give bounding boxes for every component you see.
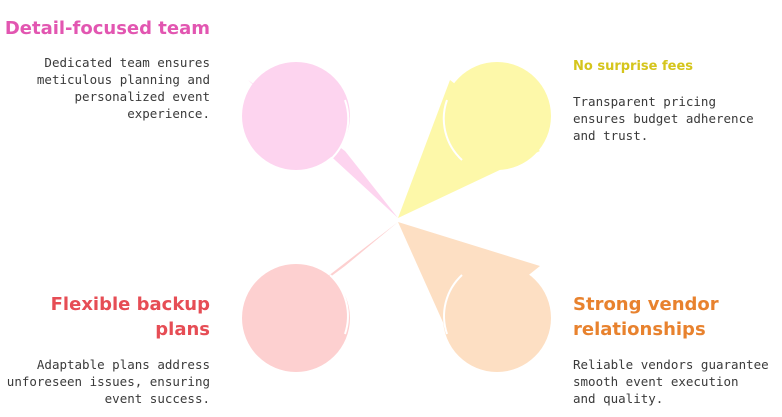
petal-flexible-backup-plans bbox=[242, 222, 398, 372]
item-description: Adaptable plans address unforeseen issue… bbox=[0, 356, 210, 407]
petal-detail-focused-team bbox=[242, 62, 398, 218]
item-strong-vendor-relationships: Strong vendor relationships Reliable ven… bbox=[573, 292, 782, 407]
petal-highlight-bottom-right bbox=[443, 274, 463, 335]
item-flexible-backup-plans: Flexible backup plans Adaptable plans ad… bbox=[0, 292, 210, 407]
description-line: and quality. bbox=[573, 391, 664, 406]
description-line: Adaptable plans address bbox=[36, 357, 210, 372]
item-title: Strong vendor relationships bbox=[573, 294, 719, 340]
petal-highlight-top-right bbox=[442, 99, 463, 161]
petal-highlight-bottom-left bbox=[329, 274, 349, 335]
description-line: and trust. bbox=[573, 128, 649, 143]
description-line: experience. bbox=[127, 106, 210, 121]
item-title: Flexible backup plans bbox=[50, 294, 210, 340]
item-description: Reliable vendors guarantee smooth event … bbox=[573, 356, 782, 407]
item-no-surprise-fees: No surprise fees Transparent pricing ens… bbox=[573, 58, 782, 144]
petal-circle-top-right bbox=[443, 62, 551, 170]
description-line: ensures budget adherence bbox=[573, 111, 754, 126]
description-line: meticulous planning and bbox=[36, 72, 210, 87]
item-description: Dedicated team ensures meticulous planni… bbox=[0, 54, 210, 122]
description-line: smooth event execution bbox=[573, 374, 739, 389]
petal-circle-bottom-left bbox=[242, 264, 350, 372]
petal-highlight-top-left bbox=[329, 99, 350, 161]
description-line: event success. bbox=[104, 391, 210, 406]
title-line: Detail-focused team bbox=[4, 18, 210, 39]
description-line: personalized event bbox=[74, 89, 210, 104]
item-title: No surprise fees bbox=[573, 59, 694, 74]
description-line: Dedicated team ensures bbox=[44, 55, 210, 70]
description-line: Reliable vendors guarantee bbox=[573, 357, 769, 372]
item-title: Detail-focused team bbox=[0, 16, 210, 41]
description-line: Transparent pricing bbox=[573, 94, 716, 109]
petal-circle-bottom-right bbox=[443, 264, 551, 372]
item-detail-focused-team: Detail-focused team Dedicated team ensur… bbox=[0, 16, 210, 122]
petal-no-surprise-fees bbox=[398, 62, 551, 218]
description-line: unforeseen issues, ensuring bbox=[6, 374, 210, 389]
petal-strong-vendor-relationships bbox=[398, 222, 551, 372]
petal-circle-top-left bbox=[242, 62, 350, 170]
item-description: Transparent pricing ensures budget adher… bbox=[573, 93, 782, 144]
